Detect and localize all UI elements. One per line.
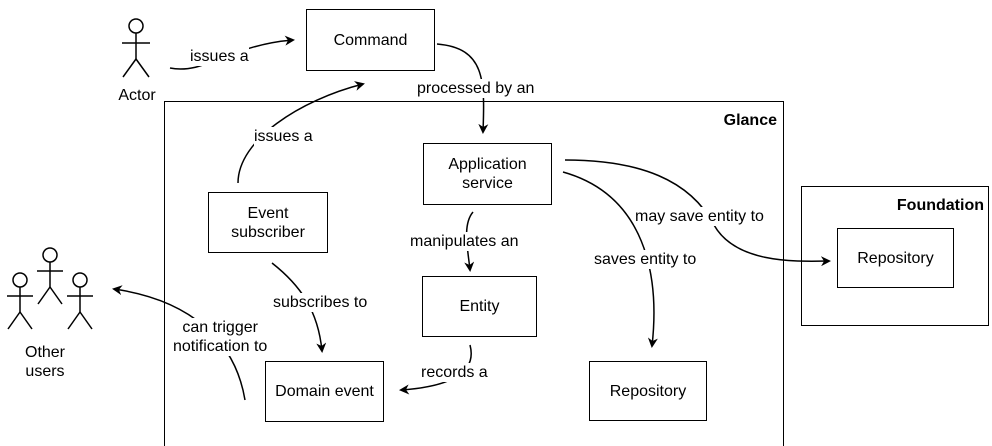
foundation-title: Foundation: [896, 197, 984, 214]
actor-icon: [122, 18, 150, 78]
actor-label: Actor: [118, 87, 156, 104]
label-command-processed-by: processed by an: [417, 79, 535, 98]
foundation-container: Foundation: [801, 186, 989, 326]
command-node[interactable]: Command: [306, 9, 435, 71]
event-subscriber-node[interactable]: Event subscriber: [208, 192, 328, 253]
entity-node[interactable]: Entity: [422, 276, 537, 337]
label-subscriber-subscribes-to: subscribes to: [273, 293, 368, 312]
label-actor-issues-command: issues a: [190, 47, 249, 66]
entity-label: Entity: [459, 298, 500, 315]
application-service-label: Application service: [448, 156, 527, 192]
repository-glance-node[interactable]: Repository: [589, 361, 707, 421]
label-service-may-save-entity: may save entity to: [635, 207, 764, 226]
edge-subscriber-issues-command: [237, 81, 365, 184]
glance-container: Glance: [164, 101, 784, 446]
repository-glance-label: Repository: [609, 382, 687, 400]
domain-event-label: Domain event: [275, 383, 374, 400]
label-event-can-trigger: can trigger notification to: [173, 318, 268, 356]
domain-event-node[interactable]: Domain event: [265, 361, 384, 422]
label-service-saves-entity: saves entity to: [594, 250, 697, 269]
label-service-manipulates-entity: manipulates an: [410, 232, 519, 251]
repository-foundation-node[interactable]: Repository: [837, 228, 954, 288]
edge-service-saves-entity: [562, 171, 658, 348]
command-label: Command: [333, 31, 408, 49]
other-users-icon: [7, 247, 93, 330]
label-subscriber-issues-command: issues a: [254, 127, 313, 146]
repository-foundation-label: Repository: [857, 249, 934, 267]
label-entity-records-event: records a: [421, 363, 488, 382]
event-subscriber-label: Event subscriber: [231, 204, 305, 241]
edge-command-processed-by: [436, 43, 489, 134]
application-service-node[interactable]: Application service: [423, 143, 552, 205]
other-users-label: Other users: [24, 344, 66, 380]
glance-title: Glance: [723, 112, 777, 129]
